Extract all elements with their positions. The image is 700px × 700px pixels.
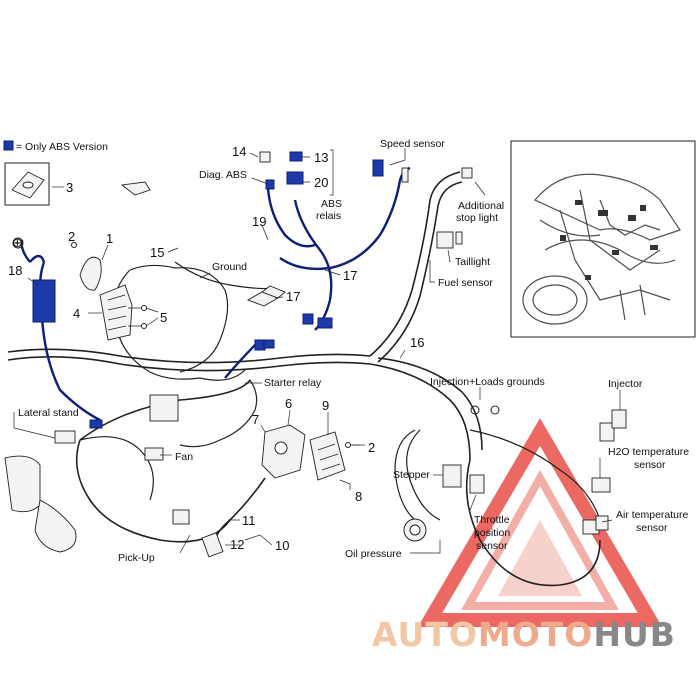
label-throttle-3: sensor: [476, 540, 508, 552]
watermark-logo: AUTOMOTOHUB: [372, 615, 676, 654]
part-number-20: 20: [314, 175, 328, 190]
part-number-14: 14: [232, 144, 246, 159]
main-harness: [7, 171, 601, 587]
abs-legend-swatch: [3, 140, 14, 151]
svg-text:AUTOMOTOHUB: AUTOMOTOHUB: [372, 615, 676, 654]
part-number-15: 15: [150, 245, 164, 260]
label-starter-relay: Starter relay: [264, 377, 322, 389]
part-number-16: 16: [410, 335, 424, 350]
label-abs-relais-2: relais: [316, 210, 341, 222]
part-number-12: 12: [230, 537, 244, 552]
label-lateral-stand: Lateral stand: [18, 407, 79, 419]
label-abs-relais-1: ABS: [321, 198, 342, 210]
abs-control-unit: [32, 279, 56, 323]
label-diag-abs: Diag. ABS: [199, 169, 247, 181]
part-number-17a: 17: [343, 268, 357, 283]
part-number-4: 4: [73, 306, 80, 321]
part-number-6: 6: [285, 396, 292, 411]
label-injection-grounds: Injection+Loads grounds: [430, 376, 545, 388]
components: ⊕: [4, 151, 627, 558]
watermark-moto: MOTO: [478, 615, 593, 654]
watermark-triangle: [417, 418, 663, 627]
part-number-1: 1: [106, 231, 113, 246]
part-number-13: 13: [314, 150, 328, 165]
abs-legend: = Only ABS Version: [3, 140, 108, 153]
part-number-10: 10: [275, 538, 289, 553]
part-number-2: 2: [68, 229, 75, 244]
svg-text:⊕: ⊕: [12, 235, 23, 250]
part-number-9: 9: [322, 398, 329, 413]
label-injector: Injector: [608, 378, 643, 390]
abs-legend-text: = Only ABS Version: [16, 141, 108, 153]
part-numbers: 1 2 2 3 4 5 6 7 8 9 10 11 12 13 14 15 16…: [8, 144, 424, 553]
label-pick-up: Pick-Up: [118, 552, 155, 564]
watermark-auto: AUTO: [372, 615, 478, 654]
label-oil-pressure: Oil pressure: [345, 548, 402, 560]
part-number-7: 7: [252, 412, 259, 427]
part-number-19: 19: [252, 214, 266, 229]
part-number-18: 18: [8, 263, 22, 278]
label-throttle-1: Throttle: [474, 514, 510, 526]
label-fuel-sensor: Fuel sensor: [438, 277, 493, 289]
label-stepper: Stepper: [393, 469, 430, 481]
label-air-temp-1: Air temperature: [616, 509, 689, 521]
watermark-hub: HUB: [593, 615, 676, 654]
abs-harness: [20, 151, 411, 429]
label-speed-sensor: Speed sensor: [380, 138, 445, 150]
motorcycle-inset: [510, 140, 696, 338]
callout-labels: Speed sensor Diag. ABS ABS relais Additi…: [18, 138, 689, 564]
part-number-3: 3: [66, 180, 73, 195]
label-additional-stop-2: stop light: [456, 212, 498, 224]
label-air-temp-2: sensor: [636, 522, 668, 534]
label-h2o-temp-1: H2O temperature: [608, 446, 689, 458]
part-number-11: 11: [242, 513, 256, 528]
label-h2o-temp-2: sensor: [634, 459, 666, 471]
part-number-5: 5: [160, 310, 167, 325]
part-number-17b: 17: [286, 289, 300, 304]
part-number-8: 8: [355, 489, 362, 504]
label-additional-stop-1: Additional: [458, 200, 504, 212]
label-fan: Fan: [175, 451, 193, 463]
label-throttle-2: position: [474, 527, 510, 539]
part-number-2b: 2: [368, 440, 375, 455]
leader-lines: [13, 148, 621, 554]
label-taillight: Taillight: [455, 256, 490, 268]
label-ground: Ground: [212, 261, 247, 273]
